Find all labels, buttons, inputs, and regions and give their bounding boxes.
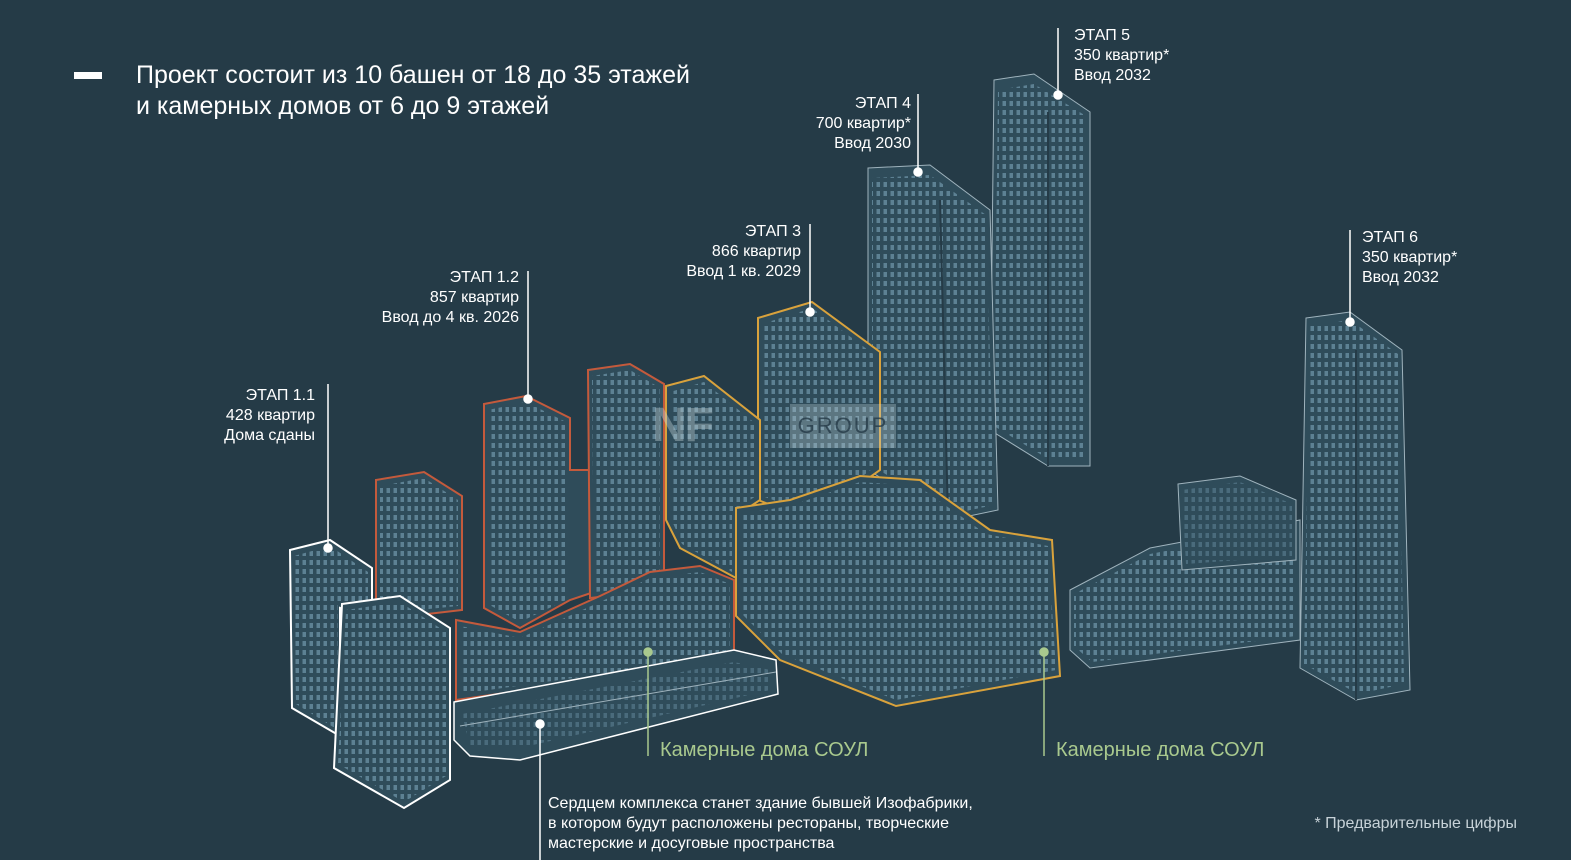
stage-status: Ввод 2032 (1074, 67, 1151, 84)
stage-title: ЭТАП 1.2 (449, 269, 519, 286)
stage-1-2-label: ЭТАП 1.2 857 квартир Ввод до 4 кв. 2026 (382, 268, 519, 328)
page-edge (1571, 0, 1585, 860)
chamber-houses-label-2: Камерные дома СОУЛ (1056, 739, 1265, 761)
callout-lines (323, 28, 1355, 860)
headline-line-1: Проект состоит из 10 башен от 18 до 35 э… (136, 61, 690, 89)
stage-6-label: ЭТАП 6 350 квартир* Ввод 2032 (1362, 228, 1457, 288)
stage-apartments: 350 квартир* (1362, 249, 1458, 266)
stage-3-buildings (665, 300, 1062, 708)
stage-4-label: ЭТАП 4 700 квартир* Ввод 2030 (816, 94, 911, 154)
watermark-nf: NF (652, 399, 714, 452)
stage-status: Ввод до 4 кв. 2026 (381, 309, 519, 326)
stage-5-tower (989, 73, 1091, 467)
stage-apartments: 350 квартир* (1074, 47, 1170, 64)
stage-title: ЭТАП 3 (744, 223, 801, 240)
watermark-group: GROUP (790, 404, 896, 448)
stage-apartments: 866 квартир (711, 243, 801, 260)
description-line-3: мастерские и досуговые пространства (548, 835, 835, 852)
stage-4-tower (867, 164, 999, 521)
stage-apartments: 700 квартир* (815, 115, 911, 132)
stage-title: ЭТАП 6 (1362, 229, 1419, 246)
footnote: * Предварительные цифры (1314, 815, 1517, 832)
stage-1-1-buildings (288, 538, 451, 810)
stage-title: ЭТАП 1.1 (245, 387, 315, 404)
headline-dash (74, 72, 102, 79)
stage-3-label: ЭТАП 3 866 квартир Ввод 1 кв. 2029 (686, 222, 801, 282)
stage-6-tower (1299, 311, 1411, 701)
stage-title: ЭТАП 4 (854, 95, 911, 112)
stage-status: Дома сданы (224, 427, 315, 444)
stage-status: Ввод 2030 (834, 135, 911, 152)
stage-6-low-blocks (1069, 475, 1301, 669)
izofabrika-description: Сердцем комплекса станет здание бывшей И… (548, 794, 973, 854)
headline: Проект состоит из 10 башен от 18 до 35 э… (136, 60, 690, 122)
stage-title: ЭТАП 5 (1074, 27, 1131, 44)
description-line-2: в котором будут расположены рестораны, т… (548, 815, 950, 832)
chamber-callout-lines (643, 647, 1049, 756)
headline-line-2: и камерных домов от 6 до 9 этажей (136, 92, 550, 120)
stage-apartments: 857 квартир (429, 289, 519, 306)
stage-status: Ввод 2032 (1362, 269, 1439, 286)
stage-1-1-label: ЭТАП 1.1 428 квартир Дома сданы (224, 386, 315, 446)
description-line-1: Сердцем комплекса станет здание бывшей И… (548, 795, 973, 812)
stage-status: Ввод 1 кв. 2029 (686, 263, 801, 280)
chamber-houses-label-1: Камерные дома СОУЛ (660, 739, 869, 761)
stage-5-label: ЭТАП 5 350 квартир* Ввод 2032 (1074, 26, 1169, 86)
stage-apartments: 428 квартир (225, 407, 315, 424)
